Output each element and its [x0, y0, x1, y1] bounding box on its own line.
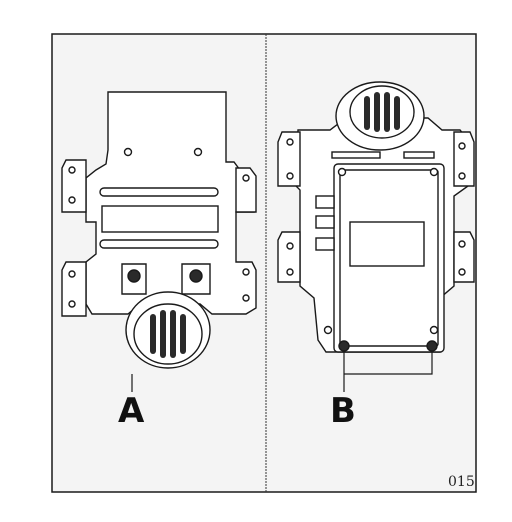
mount-hole — [286, 268, 294, 276]
bracket-ear-left-bottom — [277, 231, 301, 283]
horn-grille-b — [364, 92, 400, 132]
bracket-ear-top-right — [235, 167, 257, 213]
mount-hole — [242, 294, 250, 302]
slot — [99, 239, 219, 249]
mount-hole — [458, 142, 466, 150]
horn-grille-a — [150, 310, 186, 358]
mount-hole — [242, 174, 250, 182]
mount-hole — [68, 196, 76, 204]
mount-hole — [286, 172, 294, 180]
slot — [99, 187, 219, 197]
strap-bar — [331, 151, 381, 159]
bracket-ear-top-left — [61, 159, 87, 213]
leader-line-b — [344, 352, 433, 375]
label-b: B — [330, 391, 356, 431]
control-box-label — [349, 221, 425, 267]
connector — [315, 215, 335, 229]
box-screw-b — [426, 340, 438, 352]
mount-hole — [68, 166, 76, 174]
center-plate — [101, 205, 219, 233]
mount-hole — [458, 240, 466, 248]
mount-hole — [286, 242, 294, 250]
clamp-bolt — [189, 269, 203, 283]
mount-hole — [193, 147, 203, 157]
bracket-ear-left-top — [277, 131, 301, 187]
mount-hole — [68, 300, 76, 308]
mount-hole — [123, 147, 133, 157]
label-a: A — [118, 391, 145, 431]
box-screw — [429, 325, 439, 335]
box-screw-b — [338, 340, 350, 352]
box-screw — [323, 325, 333, 335]
connector — [315, 195, 335, 209]
strap-bar — [403, 151, 435, 159]
box-screw — [429, 167, 439, 177]
left-panel — [61, 91, 257, 392]
bracket-ear-bottom-left — [61, 261, 87, 317]
right-panel — [277, 81, 475, 392]
horn-rim-b — [349, 85, 415, 139]
mount-hole — [242, 268, 250, 276]
connector — [315, 237, 335, 251]
mount-hole — [68, 270, 76, 278]
mount-hole — [458, 268, 466, 276]
horn-rim-a — [133, 303, 203, 365]
mount-hole — [458, 172, 466, 180]
mount-hole — [286, 138, 294, 146]
box-screw — [337, 167, 347, 177]
clamp-bolt — [127, 269, 141, 283]
figure-number: 015 — [448, 474, 475, 490]
